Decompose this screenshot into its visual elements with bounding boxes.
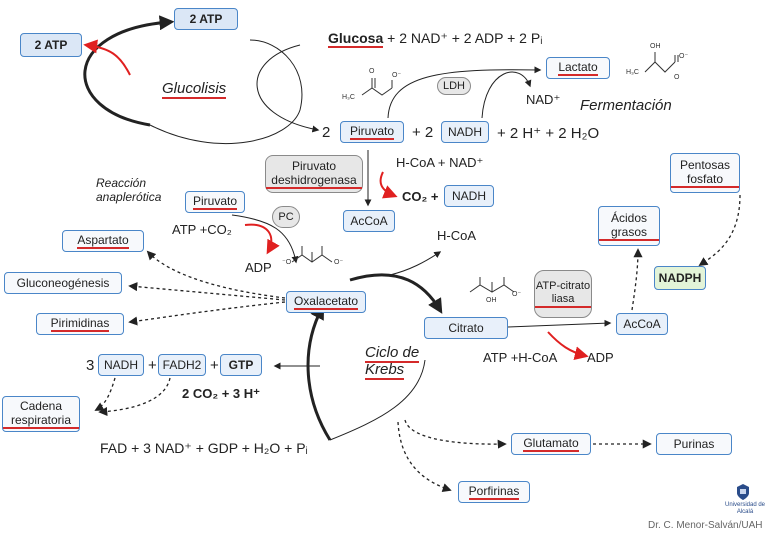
fadh-to-cadena-dots xyxy=(98,377,171,417)
accoa-center-node: AcCoA xyxy=(343,210,395,232)
pc-red-arrow xyxy=(244,223,280,255)
pentosas-to-nadph-dots xyxy=(698,194,741,267)
adp-right-label: ADP xyxy=(587,350,614,365)
lac-oh: OH xyxy=(650,43,661,50)
oxal-to-gluconeo-dots xyxy=(128,282,286,301)
ciclo-krebs-label: Ciclo de Krebs xyxy=(365,344,420,380)
glucose-equation: Glucosa + 2 NAD⁺ + 2 ADP + 2 Pᵢ xyxy=(328,30,543,48)
pyr-o: O xyxy=(369,68,375,75)
krebs-return-arc xyxy=(306,304,332,441)
oxal-to-pirimidinas-dots xyxy=(128,301,286,326)
credit-text: Dr. C. Menor-Salván/UAH xyxy=(648,520,763,531)
citrato-node: Citrato xyxy=(424,317,508,339)
hcoa-nad-label: H-CoA + NAD⁺ xyxy=(396,155,484,170)
lac-h3c: H₃C xyxy=(626,69,639,76)
porfirinas-node: Porfirinas xyxy=(458,481,530,503)
lactato-node: Lactato xyxy=(546,57,610,79)
fadh2-node: FADH2 xyxy=(158,354,206,376)
oa-right-minus: O⁻ xyxy=(334,259,344,266)
pdh-enzyme: Piruvato deshidrogenasa xyxy=(265,155,363,193)
nadh-to-cadena-dots xyxy=(94,377,116,411)
pirimidinas-node: Pirimidinas xyxy=(36,313,124,335)
plus-two: + 2 xyxy=(412,124,434,141)
aspartato-node: Aspartato xyxy=(62,230,144,252)
pyr-ominus: O⁻ xyxy=(392,72,402,79)
krebs-lower-arc xyxy=(329,359,426,441)
liasa-red-arrow xyxy=(547,331,589,361)
atp-red-arrow xyxy=(83,39,131,76)
glucolisis-label: Glucolisis xyxy=(162,80,227,99)
fermentacion-label: Fermentación xyxy=(580,97,672,114)
university-logo-icon xyxy=(737,484,749,500)
co2-plus-label: CO₂ + xyxy=(402,189,439,204)
plus-a: + xyxy=(148,357,157,374)
pyruvate-structure xyxy=(361,78,393,96)
adp-left-label: ADP xyxy=(245,260,272,275)
atp-left-node: 2 ATP xyxy=(20,33,82,57)
cadena-respiratoria-node: Cadena respiratoria xyxy=(2,396,80,432)
cit-ominus: O⁻ xyxy=(512,291,522,298)
oa-left-minus: ⁻O xyxy=(282,259,292,266)
two-a: 2 xyxy=(322,124,331,141)
citrate-structure xyxy=(469,277,515,293)
pyr-to-oxal-arrow xyxy=(231,214,299,264)
glucose-to-piruvato-arc xyxy=(256,44,320,133)
ldh-enzyme: LDH xyxy=(437,77,471,95)
purinas-node: Purinas xyxy=(656,433,732,455)
fad-equation: FAD + 3 NAD⁺ + GDP + H₂O + Pᵢ xyxy=(100,440,308,456)
pc-enzyme: PC xyxy=(272,206,300,228)
citrato-to-accoa-arrow xyxy=(507,319,612,328)
pyr-h3c: H₃C xyxy=(342,94,355,101)
co2-h-label: 2 CO₂ + 3 H⁺ xyxy=(182,386,261,401)
cit-oh: OH xyxy=(486,297,497,304)
nadh-to-nad-arrow xyxy=(481,71,532,119)
gtp-node: GTP xyxy=(220,354,262,376)
glycolysis-lower-arc xyxy=(149,39,303,145)
accoa-to-hcoa-arrow xyxy=(389,251,442,276)
nadh-krebs-node: NADH xyxy=(98,354,144,376)
piruvato-left-node: Piruvato xyxy=(185,191,245,213)
glutamato-node: Glutamato xyxy=(511,433,591,455)
nadh-pdh-node: NADH xyxy=(444,185,494,207)
oxal-to-aspartato-dots xyxy=(146,250,286,299)
atp-hcoa-label: ATP +H-CoA xyxy=(483,350,558,365)
three-label: 3 xyxy=(86,357,95,374)
accoa-right-node: AcCoA xyxy=(616,313,668,335)
lac-o: O xyxy=(674,74,680,81)
krebs-oxal-citrato-arc xyxy=(349,273,443,314)
oxaloacetate-structure xyxy=(291,246,333,263)
pyr-to-lactato-arrow xyxy=(387,66,542,119)
pdh-red-arrow xyxy=(379,171,398,199)
nadh-main-node: NADH xyxy=(441,121,489,143)
accoa-to-acidos-dots xyxy=(631,248,643,311)
pyr-products: + 2 H⁺ + 2 H₂O xyxy=(497,125,600,142)
reaccion-anaplerotica: Reacción anaplerótica xyxy=(96,176,162,204)
nadph-node: NADPH xyxy=(654,266,706,290)
oxalacetato-node: Oxalacetato xyxy=(286,291,366,313)
plus-b: + xyxy=(210,357,219,374)
nad-plus-label: NAD⁺ xyxy=(526,92,561,107)
glycolysis-arc xyxy=(83,15,175,127)
gluconeogenesis-node: Gluconeogénesis xyxy=(4,272,122,294)
pentosas-fosfato-node: Pentosas fosfato xyxy=(670,153,740,193)
atp-co2-label: ATP +CO₂ xyxy=(172,222,232,237)
krebs-to-glutamato-dots xyxy=(404,419,507,449)
hcoa-center-label: H-CoA xyxy=(437,228,477,243)
piruvato-main-node: Piruvato xyxy=(340,121,404,143)
university-name: Universidad de Alcalá xyxy=(724,502,766,515)
lac-ominus: O⁻ xyxy=(679,53,689,60)
krebs-to-porfirinas-dots xyxy=(397,421,452,493)
atp-top-node: 2 ATP xyxy=(174,8,238,30)
atp-citrato-liasa-enzyme: ATP-citrato liasa xyxy=(534,270,592,318)
acidos-grasos-node: Ácidos grasos xyxy=(598,206,660,246)
lactate-structure xyxy=(644,52,679,73)
